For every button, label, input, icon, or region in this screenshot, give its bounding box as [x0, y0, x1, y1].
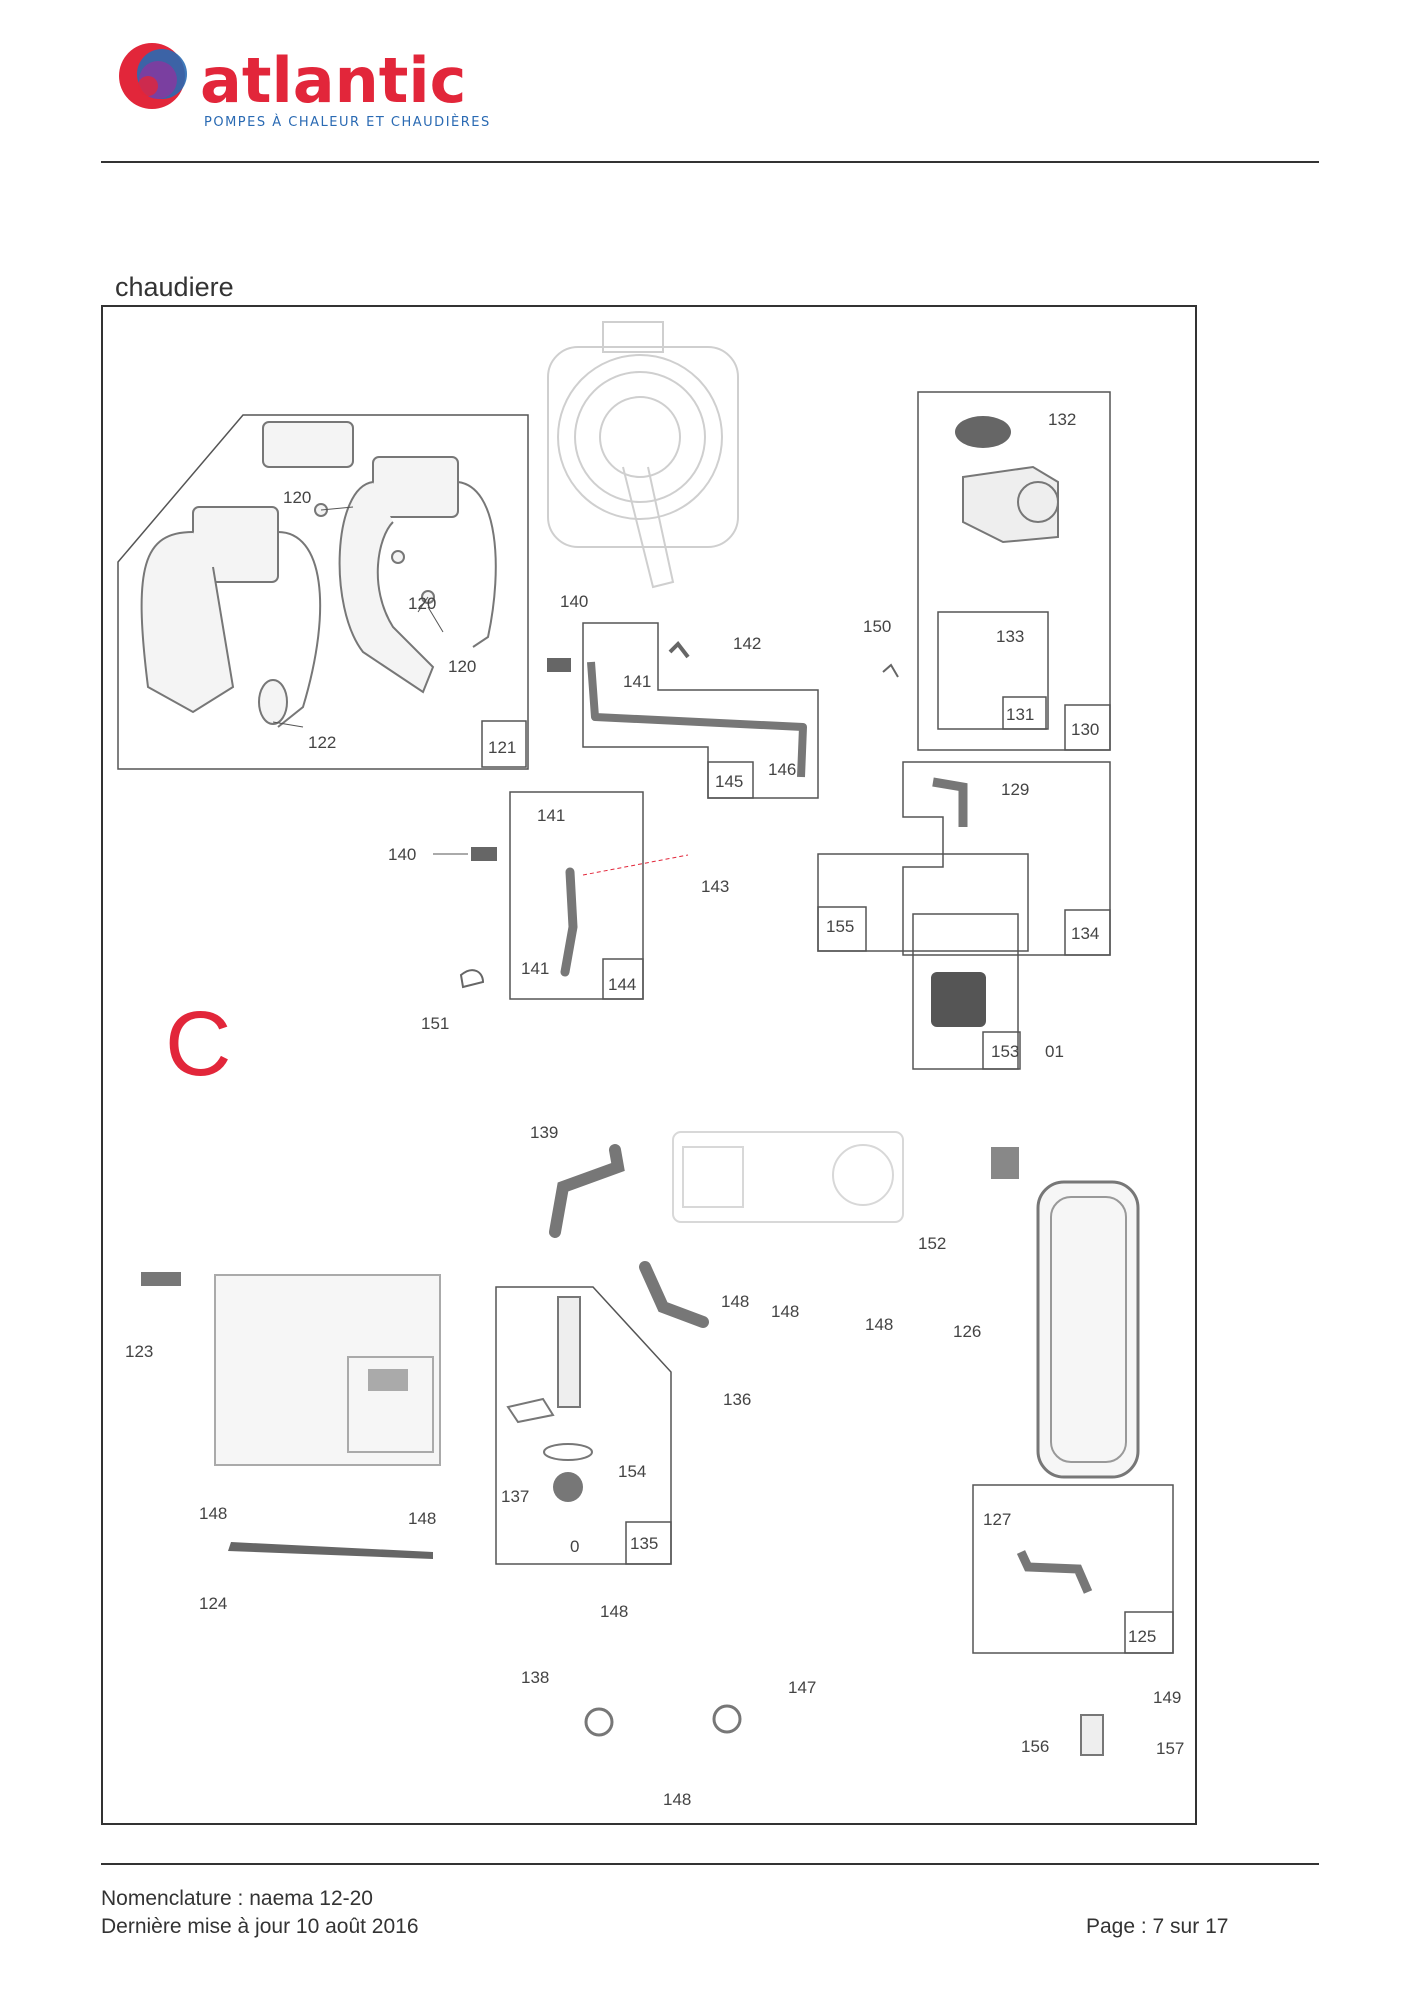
label-143: 143: [701, 877, 729, 896]
label-120-b: 120: [408, 594, 436, 613]
label-148-a: 148: [721, 1292, 749, 1311]
group-134: 129 155 134 153 01: [817, 761, 1111, 1070]
header-rule: [101, 161, 1319, 163]
label-121: 121: [488, 738, 516, 757]
label-157: 157: [1156, 1739, 1184, 1758]
label-139: 139: [530, 1123, 558, 1142]
group-letter: C: [165, 993, 231, 1095]
label-01: 01: [1045, 1042, 1064, 1061]
group-130: 132 133 131 130: [917, 391, 1111, 751]
label-147: 147: [788, 1678, 816, 1697]
label-141-bottom: 141: [521, 959, 549, 978]
footer-last-updated: Dernière mise à jour 10 août 2016: [101, 1915, 419, 1938]
label-151: 151: [421, 1014, 449, 1033]
footer-nomenclature: Nomenclature : naema 12-20: [101, 1887, 373, 1910]
label-149: 149: [1153, 1688, 1181, 1707]
group-145: 140 141 142 145 146: [547, 592, 819, 799]
group-135: 154 137 0 135: [495, 1286, 672, 1565]
label-141-top: 141: [623, 672, 651, 691]
label-148-e: 148: [408, 1509, 436, 1528]
label-135: 135: [630, 1534, 658, 1553]
group-144: 141 140 143 141 144: [388, 791, 729, 1000]
label-150: 150: [863, 617, 891, 636]
logo-tagline: POMPES À CHALEUR ET CHAUDIÈRES: [204, 114, 491, 130]
label-122: 122: [308, 733, 336, 752]
section-title: chaudiere: [115, 272, 234, 302]
label-120-c: 120: [448, 657, 476, 676]
label-130: 130: [1071, 720, 1099, 739]
label-0: 0: [570, 1537, 579, 1556]
label-129: 129: [1001, 780, 1029, 799]
label-154: 154: [618, 1462, 646, 1481]
label-133: 133: [996, 627, 1024, 646]
parts-drawing: 120 120 120 121 122 140 141 142 145 146 …: [117, 321, 1184, 1809]
label-146: 146: [768, 760, 796, 779]
footer-page-number: Page : 7 sur 17: [1086, 1915, 1229, 1938]
label-134: 134: [1071, 924, 1099, 943]
label-152: 152: [918, 1234, 946, 1253]
exploded-parts-diagram: 120 120 120 121 122 140 141 142 145 146 …: [101, 305, 1197, 1825]
label-126: 126: [953, 1322, 981, 1341]
label-123: 123: [125, 1342, 153, 1361]
label-148-d: 148: [199, 1504, 227, 1523]
footer-rule: [101, 1863, 1319, 1865]
label-125: 125: [1128, 1627, 1156, 1646]
label-120-a: 120: [283, 488, 311, 507]
label-137: 137: [501, 1487, 529, 1506]
label-136: 136: [723, 1390, 751, 1409]
label-140-left: 140: [388, 845, 416, 864]
label-131: 131: [1006, 705, 1034, 724]
label-124: 124: [199, 1594, 227, 1613]
atlantic-logo-graphic: atlantic POMPES À CHALEUR ET CHAUDIÈRES: [119, 43, 491, 130]
label-132: 132: [1048, 410, 1076, 429]
label-142: 142: [733, 634, 761, 653]
label-141-mid: 141: [537, 806, 565, 825]
label-127: 127: [983, 1510, 1011, 1529]
label-148-f: 148: [600, 1602, 628, 1621]
label-156: 156: [1021, 1737, 1049, 1756]
label-148-g: 148: [663, 1790, 691, 1809]
background-hydraulic-block: [672, 1131, 904, 1223]
atlantic-logo: atlantic POMPES À CHALEUR ET CHAUDIÈRES: [112, 36, 512, 136]
background-heat-exchanger: [547, 321, 739, 589]
label-148-b: 148: [771, 1302, 799, 1321]
label-155: 155: [826, 917, 854, 936]
label-153: 153: [991, 1042, 1019, 1061]
group-125: 127 125: [972, 1484, 1174, 1654]
group-121: 120 120 120 121 122: [117, 414, 529, 770]
logo-wordmark: atlantic: [200, 44, 466, 117]
label-138: 138: [521, 1668, 549, 1687]
label-145: 145: [715, 772, 743, 791]
label-148-c: 148: [865, 1315, 893, 1334]
label-144: 144: [608, 975, 636, 994]
label-140-top: 140: [560, 592, 588, 611]
